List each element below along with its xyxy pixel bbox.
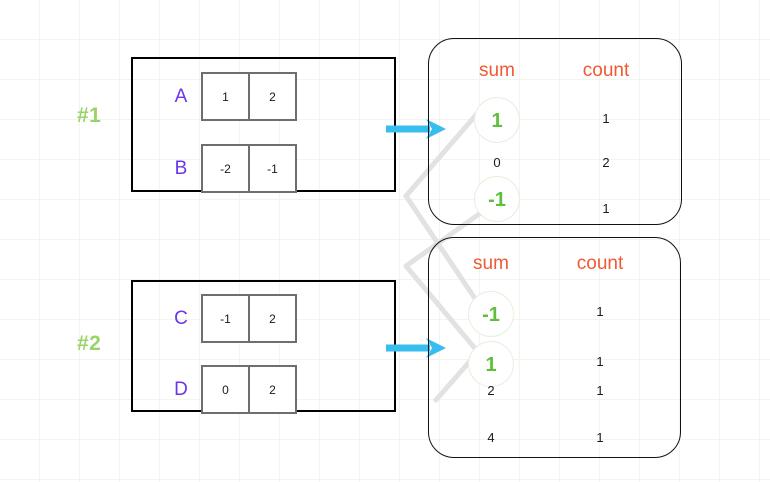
table-2-count-value: 1 — [596, 430, 604, 445]
matrix-cells-d: 0 2 — [201, 365, 297, 414]
matrix-row-d: D 0 2 — [161, 365, 297, 414]
table-2-header-count: count — [576, 253, 624, 274]
arrow-to-table-1 — [386, 119, 446, 139]
matrix-cell: 2 — [248, 72, 297, 121]
matrix-cell: 2 — [248, 365, 297, 414]
table-2-sum-value: 1 — [468, 341, 514, 387]
matrix-cell: -1 — [201, 294, 250, 343]
table-2-sum-value: 2 — [487, 383, 495, 398]
arrow-to-table-2 — [386, 338, 446, 358]
table-2-count-value: 1 — [596, 304, 604, 319]
matrix-panel-2: C -1 2 D 0 2 — [131, 280, 396, 414]
matrix-cell: 0 — [201, 365, 250, 414]
matrix-cells-c: -1 2 — [201, 294, 297, 343]
table-panel-2 — [428, 237, 681, 458]
table-1-count-value: 1 — [602, 111, 610, 126]
matrix-row-label-d: D — [174, 378, 188, 400]
matrix-row-a: A 1 2 — [161, 72, 297, 121]
table-2-header-sum: sum — [473, 253, 509, 274]
matrix-row-label-c: C — [174, 307, 188, 329]
table-1-sum-value: -1 — [474, 176, 520, 222]
table-2-sum-value: 4 — [487, 430, 495, 445]
matrix-cell: 1 — [201, 72, 250, 121]
matrix-panel-1: A 1 2 B -2 -1 — [131, 57, 396, 193]
table-1-header-sum: sum — [479, 60, 515, 81]
matrix-cell: 2 — [248, 294, 297, 343]
matrix-cells-b: -2 -1 — [201, 144, 297, 193]
table-1-sum-value: 0 — [493, 155, 501, 170]
table-panel-1 — [428, 38, 682, 225]
matrix-cell: -1 — [248, 144, 297, 193]
matrix-row-label-b: B — [174, 157, 188, 179]
table-1-count-value: 2 — [602, 155, 610, 170]
matrix-cells-a: 1 2 — [201, 72, 297, 121]
table-2-sum-value: -1 — [468, 291, 514, 337]
step-label-1: #1 — [77, 104, 102, 127]
matrix-row-b: B -2 -1 — [161, 144, 297, 193]
matrix-row-c: C -1 2 — [161, 294, 297, 343]
step-label-2: #2 — [77, 332, 102, 355]
table-2-count-value: 1 — [596, 383, 604, 398]
table-1-sum-value: 1 — [474, 97, 520, 143]
matrix-cell: -2 — [201, 144, 250, 193]
matrix-row-label-a: A — [174, 85, 188, 107]
table-1-count-value: 1 — [602, 201, 610, 216]
table-2-count-value: 1 — [596, 354, 604, 369]
table-1-header-count: count — [582, 60, 630, 81]
